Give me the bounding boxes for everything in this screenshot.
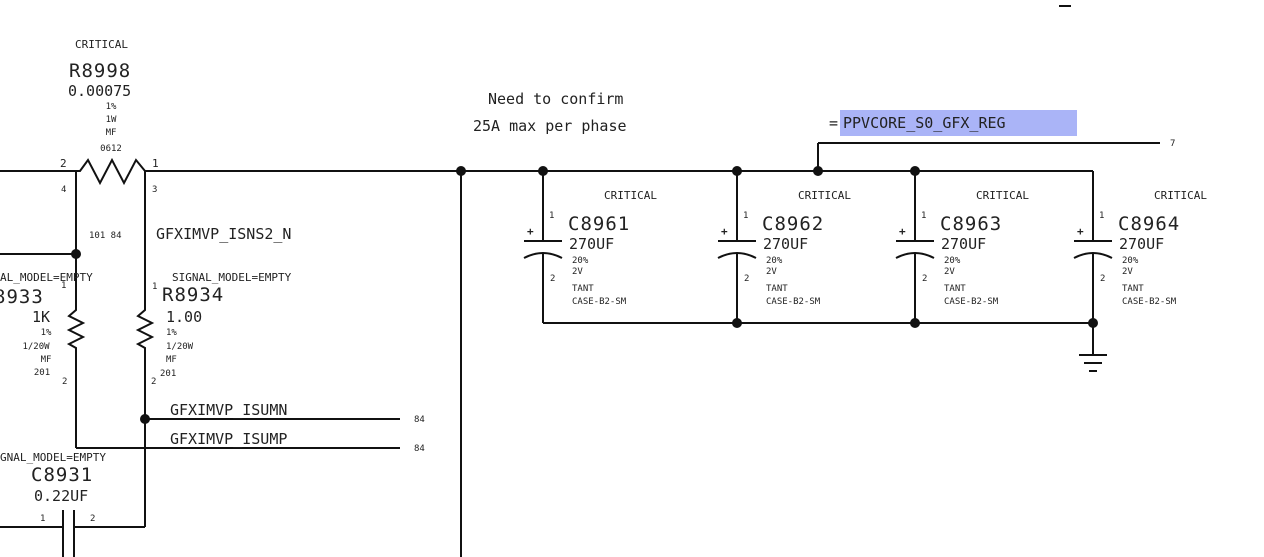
cap-value: 270UF xyxy=(941,235,986,253)
cap-ref: C8963 xyxy=(940,213,1002,235)
net-label-prefix: = xyxy=(829,114,838,132)
cap-value: 270UF xyxy=(569,235,614,253)
c8931-pin-1: 1 xyxy=(40,514,45,524)
r8998-pin-2: 2 xyxy=(60,157,67,170)
r8998-pin-4: 4 xyxy=(61,185,66,195)
r8998-ref: R8998 xyxy=(69,60,131,82)
r8933-value: 1K xyxy=(32,308,50,326)
cap-tag: CRITICAL xyxy=(976,189,1029,202)
r8934-model: SIGNAL_MODEL=EMPTY xyxy=(172,271,292,284)
r8998-spec-type: MF xyxy=(106,128,117,138)
c8931-model: GNAL_MODEL=EMPTY xyxy=(0,451,106,464)
r8934-pin-2: 2 xyxy=(151,377,156,387)
cap-ref: C8964 xyxy=(1118,213,1180,235)
r8934-value: 1.00 xyxy=(166,308,202,326)
c8931-value: 0.22UF xyxy=(34,487,88,505)
cap-plus: + xyxy=(721,225,728,238)
r8933-model: AL_MODEL=EMPTY xyxy=(0,271,93,284)
cap-spec-voltage: 2V xyxy=(766,267,777,277)
r8934-spec-type: MF xyxy=(166,355,177,365)
cap-tag: CRITICAL xyxy=(798,189,851,202)
isns-net-name[interactable]: GFXIMVP_ISNS2_N xyxy=(156,225,291,243)
cap-tag: CRITICAL xyxy=(1154,189,1207,202)
r8933-pin-2: 2 xyxy=(62,377,67,387)
isump-page-ref: 84 xyxy=(414,444,425,454)
cap-spec-package: CASE-B2-SM xyxy=(944,297,999,307)
junction-dots xyxy=(71,166,1098,424)
cap-spec-tol: 20% xyxy=(572,256,589,266)
r8934-ref: R8934 xyxy=(162,284,224,306)
cap-value: 270UF xyxy=(763,235,808,253)
net-label-page-ref: 7 xyxy=(1170,139,1175,149)
cap-tag: CRITICAL xyxy=(604,189,657,202)
r8998-pin-1: 1 xyxy=(152,157,159,170)
cap-pin-1: 1 xyxy=(921,211,926,221)
capacitor-c8961: CRITICAL 1 C8961 270UF + 20% 2V 2 TANT C… xyxy=(527,189,657,307)
cap-spec-package: CASE-B2-SM xyxy=(1122,297,1177,307)
note-line-1: Need to confirm xyxy=(488,90,623,108)
cap-spec-tol: 20% xyxy=(944,256,961,266)
cap-spec-voltage: 2V xyxy=(944,267,955,277)
net-label-ppvcore[interactable]: PPVCORE_S0_GFX_REG xyxy=(843,114,1006,132)
cap-pin-2: 2 xyxy=(744,274,749,284)
r8998-spec-package: 0612 xyxy=(100,144,122,154)
r8998-value: 0.00075 xyxy=(68,82,131,100)
cap-ref: C8961 xyxy=(568,213,630,235)
r8933-pin-1: 1 xyxy=(61,281,66,291)
r8934-pin-1: 1 xyxy=(152,282,157,292)
r8933-spec-tol: 1% xyxy=(41,328,52,338)
capacitor-c8963: CRITICAL 1 C8963 270UF + 20% 2V 2 TANT C… xyxy=(899,189,1029,307)
isumn-page-ref: 84 xyxy=(414,415,425,425)
cap-pin-1: 1 xyxy=(549,211,554,221)
r8934-spec-power: 1/20W xyxy=(166,342,194,352)
c8931-pin-2: 2 xyxy=(90,514,95,524)
cap-spec-voltage: 2V xyxy=(572,267,583,277)
cap-spec-type: TANT xyxy=(572,284,594,294)
isump-net-name[interactable]: GFXIMVP_ISUMP xyxy=(170,430,287,448)
cap-pin-2: 2 xyxy=(550,274,555,284)
cap-symbols xyxy=(523,171,1113,323)
capacitor-c8962: CRITICAL 1 C8962 270UF + 20% 2V 2 TANT C… xyxy=(721,189,851,307)
cap-pin-2: 2 xyxy=(922,274,927,284)
r8933-spec-power: 1/20W xyxy=(22,342,50,352)
wires xyxy=(0,142,1160,557)
cap-spec-voltage: 2V xyxy=(1122,267,1133,277)
r8998-tag: CRITICAL xyxy=(75,38,128,51)
resistor-r8998-symbol xyxy=(76,157,146,186)
c8931-ref: C8931 xyxy=(31,464,93,486)
resistor-r8934-symbol xyxy=(135,305,155,353)
net-label-highlight xyxy=(840,110,1077,136)
cap-spec-type: TANT xyxy=(1122,284,1144,294)
capacitor-c8964: CRITICAL 1 C8964 270UF + 20% 2V 2 TANT C… xyxy=(1077,189,1207,307)
isumn-net-name[interactable]: GFXIMVP_ISUMN xyxy=(170,401,287,419)
resistor-r8933-symbol xyxy=(66,305,86,353)
cap-spec-package: CASE-B2-SM xyxy=(572,297,627,307)
r8998-spec-tol: 1% xyxy=(106,102,117,112)
r8998-spec-power: 1W xyxy=(106,115,117,125)
cap-spec-type: TANT xyxy=(766,284,788,294)
ground-symbol xyxy=(1079,354,1107,372)
cap-spec-tol: 20% xyxy=(766,256,783,266)
cap-value: 270UF xyxy=(1119,235,1164,253)
note-line-2: 25A max per phase xyxy=(473,117,627,135)
r8933-spec-type: MF xyxy=(41,355,52,365)
cap-spec-package: CASE-B2-SM xyxy=(766,297,821,307)
cap-plus: + xyxy=(899,225,906,238)
cap-plus: + xyxy=(527,225,534,238)
cap-spec-type: TANT xyxy=(944,284,966,294)
r8998-pin-3: 3 xyxy=(152,185,157,195)
cap-pin-1: 1 xyxy=(743,211,748,221)
r8933-ref: 8933 xyxy=(0,286,44,308)
cap-pin-1: 1 xyxy=(1099,211,1104,221)
cap-pin-2: 2 xyxy=(1100,274,1105,284)
r8933-spec-package: 201 xyxy=(34,368,50,378)
isns-pins: 101 84 xyxy=(89,231,122,241)
cap-spec-tol: 20% xyxy=(1122,256,1139,266)
cap-plus: + xyxy=(1077,225,1084,238)
r8934-spec-package: 201 xyxy=(160,369,176,379)
r8934-spec-tol: 1% xyxy=(166,328,177,338)
cap-ref: C8962 xyxy=(762,213,824,235)
